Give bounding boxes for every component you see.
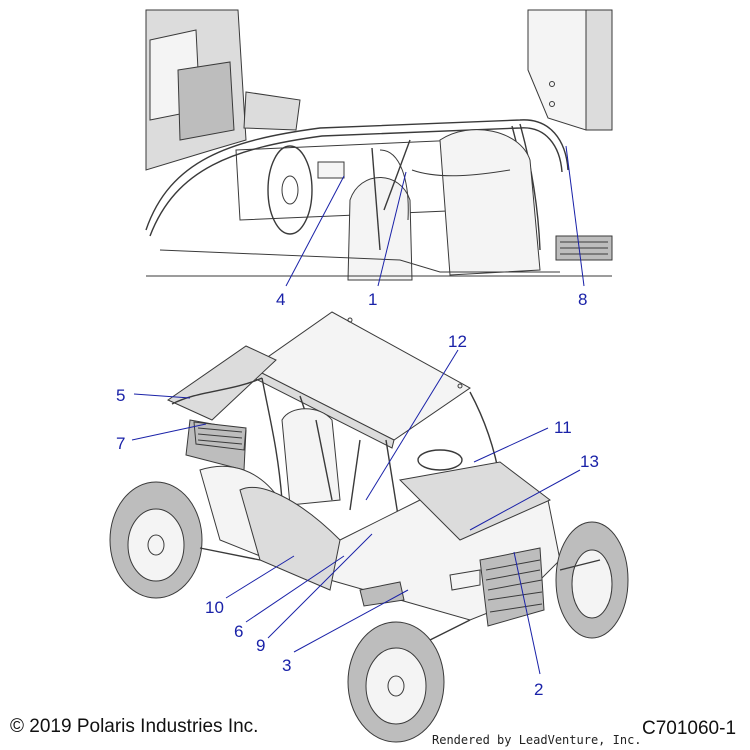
callout-4: 4 [276,290,285,309]
callout-6: 6 [234,622,243,641]
callout-12: 12 [448,332,467,351]
callout-11: 11 [554,418,572,437]
callout-10: 10 [205,598,224,617]
vehicle-isometric-view [109,311,629,743]
copyright-text: © 2019 Polaris Industries Inc. [10,716,259,737]
callout-5: 5 [116,386,125,405]
wheel-front-left [347,621,445,743]
callout-9: 9 [256,636,265,655]
callout-13: 13 [580,452,599,471]
callout-7: 7 [116,434,125,453]
part-number: C701060-1 [642,718,737,739]
callout-1: 1 [368,290,377,309]
callout-2: 2 [534,680,543,699]
wheel-front-right [555,521,629,639]
wheel-rear-left [109,481,203,599]
callout-8: 8 [578,290,587,309]
callout-leaders [131,145,585,675]
callout-labels: 1 2 3 4 5 6 7 8 9 10 11 12 13 [116,290,599,699]
interior-detail-view [145,9,613,281]
rendered-by-text: Rendered by LeadVenture, Inc. [432,733,642,747]
callout-3: 3 [282,656,291,675]
